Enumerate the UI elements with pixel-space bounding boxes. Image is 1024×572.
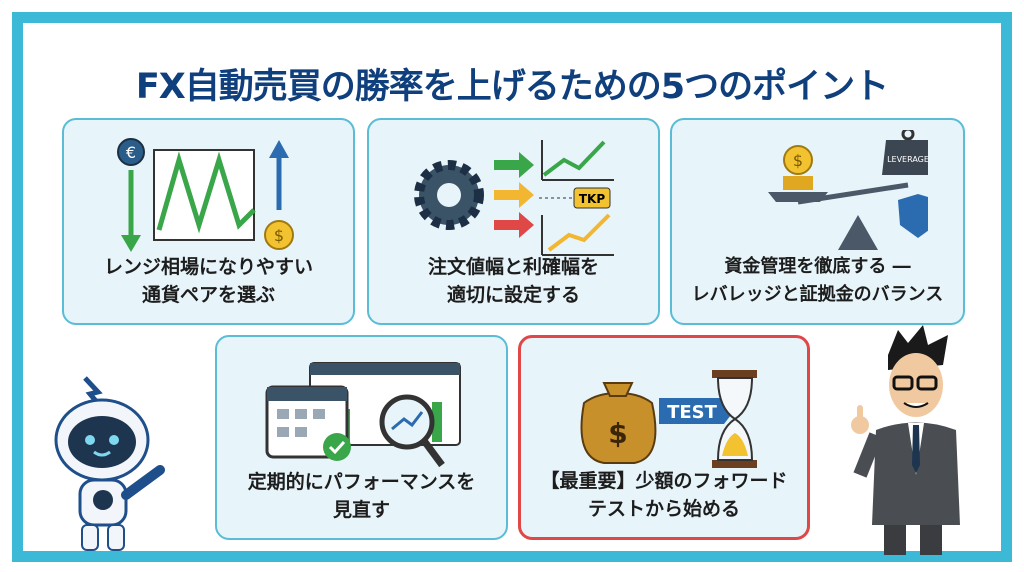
calendar-analytics-icon (265, 362, 461, 468)
moneybag-hourglass-icon: $ TEST (580, 370, 757, 468)
svg-text:$: $ (608, 417, 627, 450)
range-chart-currency-icon: € $ (116, 138, 294, 252)
leverage-text: LEVERAGE (887, 155, 928, 164)
point-label: 注文値幅と利確幅を適切に設定する (427, 256, 599, 306)
balance-scale-icon: $ LEVERAGE (767, 130, 928, 250)
point-label: 【最重要】少額のフォワードテストから始める (540, 470, 788, 520)
svg-text:$: $ (273, 226, 283, 245)
point-label: 定期的にパフォーマンスを見直す (247, 471, 476, 521)
point-label: 資金管理を徹底する ―レバレッジと証拠金のバランス (691, 256, 944, 305)
point-card-2: TKP 注文値幅と利確幅を適切に設定する (367, 118, 660, 325)
svg-text:$: $ (792, 151, 802, 170)
page-title: FX自動売買の勝率を上げるための5つのポイント (135, 67, 889, 107)
point-label: レンジ相場になりやすい通貨ペアを選ぶ (103, 256, 313, 306)
tkp-text: TKP (578, 192, 604, 206)
gear-arrows-chart-icon: TKP (413, 140, 614, 256)
test-text: TEST (667, 402, 718, 423)
point-card-4: 定期的にパフォーマンスを見直す (215, 335, 508, 540)
svg-text:€: € (125, 143, 135, 162)
point-card-3: $ LEVERAGE 資金管理を徹底する ―レバレッジと証拠金のバランス (670, 118, 965, 325)
point-card-5-most-important: $ TEST 【最重要】少額のフォワードテストから始める (518, 335, 810, 540)
robot-mascot-illustration (54, 376, 165, 551)
businessman-thumbs-up-illustration (851, 325, 960, 555)
point-card-1: € $ レンジ相場になりやすい通貨ペアを選ぶ (62, 118, 355, 325)
